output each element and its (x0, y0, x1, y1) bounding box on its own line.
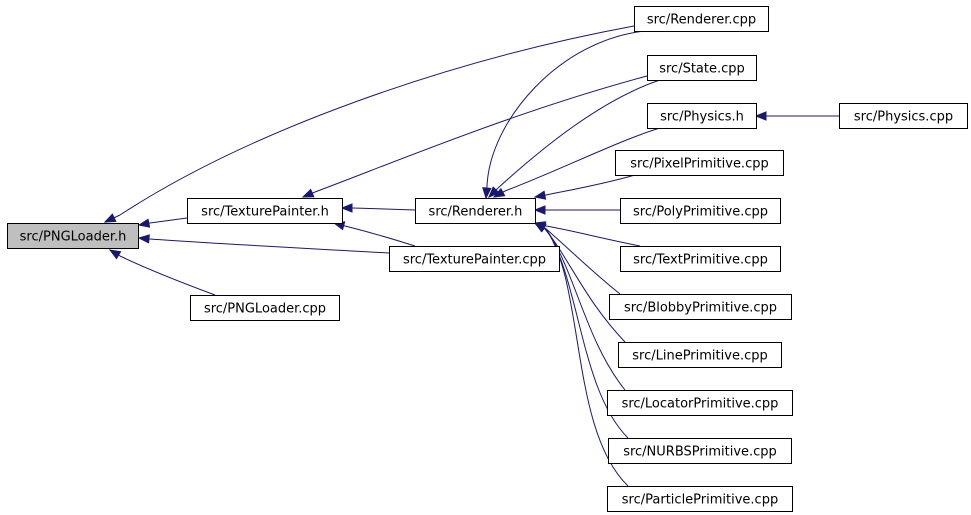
node-physics-h[interactable]: src/Physics.h (647, 103, 757, 129)
node-box (634, 6, 769, 32)
node-box (615, 150, 784, 176)
node-particleprimitive-cpp[interactable]: src/ParticlePrimitive.cpp (607, 486, 793, 512)
edge-line (545, 228, 626, 391)
node-box (620, 198, 781, 224)
node-box (620, 246, 781, 272)
node-state-cpp[interactable]: src/State.cpp (647, 55, 757, 81)
node-box (7, 223, 139, 249)
edge-line (544, 227, 621, 295)
edge-line-tip (485, 185, 488, 199)
node-label: src/TextPrimitive.cpp (633, 253, 768, 268)
edge-line (149, 217, 188, 224)
edge-line-tip (138, 237, 151, 240)
node-box (839, 103, 968, 129)
node-box (187, 198, 343, 224)
edge-renderer_h-to-texturepainter_h (340, 203, 416, 213)
node-label: src/LocatorPrimitive.cpp (622, 397, 779, 412)
node-textprimitive-cpp[interactable]: src/TextPrimitive.cpp (620, 246, 781, 272)
node-label: src/Physics.cpp (854, 110, 953, 125)
node-pngloader-h: src/PNGLoader.h (7, 223, 139, 249)
node-box (190, 295, 340, 321)
edge-line-tip (138, 222, 151, 226)
edge-line (344, 225, 416, 247)
edge-line-tip (109, 249, 121, 257)
node-box (389, 246, 560, 272)
node-pngloader-cpp[interactable]: src/PNGLoader.cpp (190, 295, 340, 321)
node-label: src/PNGLoader.cpp (204, 302, 326, 317)
node-label: src/PNGLoader.h (20, 230, 127, 245)
edge-state_cpp-to-texturepainter_h (301, 75, 648, 198)
node-box (608, 438, 792, 464)
node-label: src/ParticlePrimitive.cpp (622, 493, 778, 508)
edge-line-tip (302, 191, 316, 198)
node-label: src/TexturePainter.cpp (403, 253, 546, 268)
node-label: src/Renderer.h (429, 205, 523, 220)
edge-pixelprimitive_cpp-to-renderer_h (533, 174, 636, 200)
node-label: src/TexturePainter.h (201, 205, 329, 220)
edge-line-tip (534, 194, 547, 198)
edge-line (314, 75, 648, 193)
node-label: src/NURBSPrimitive.cpp (623, 445, 777, 460)
edge-lineprimitive_cpp-to-renderer_h (533, 222, 626, 343)
edge-line (545, 225, 641, 247)
node-label: src/LinePrimitive.cpp (632, 349, 767, 364)
node-label: src/Renderer.cpp (647, 13, 756, 28)
node-box (618, 342, 782, 368)
node-nurbsprimitive-cpp[interactable]: src/NURBSPrimitive.cpp (608, 438, 792, 464)
node-texturepainter-cpp[interactable]: src/TexturePainter.cpp (389, 246, 560, 272)
edge-line (149, 238, 390, 254)
edge-texturepainter_h-to-pngloader_h (137, 217, 188, 228)
edge-line (119, 255, 216, 296)
node-renderer-cpp[interactable]: src/Renderer.cpp (634, 6, 769, 32)
node-box (415, 198, 536, 224)
edge-textprimitive_cpp-to-renderer_h (533, 221, 641, 247)
edge-physics_h-to-renderer_h (492, 127, 661, 198)
node-locatorprimitive-cpp[interactable]: src/LocatorPrimitive.cpp (607, 390, 793, 416)
edge-line (504, 127, 661, 192)
node-label: src/PixelPrimitive.cpp (630, 157, 768, 172)
edge-line (497, 79, 661, 189)
node-box (609, 294, 792, 320)
node-label: src/Physics.h (660, 110, 744, 125)
node-label: src/State.cpp (659, 62, 745, 77)
edge-line-tip (488, 187, 499, 198)
edge-polyprimitive_cpp-to-renderer_h (533, 205, 620, 215)
edge-line (544, 228, 626, 343)
edge-physics_cpp-to-physics_h (754, 111, 839, 121)
node-polyprimitive-cpp[interactable]: src/PolyPrimitive.cpp (620, 198, 781, 224)
node-blobbyprimitive-cpp[interactable]: src/BlobbyPrimitive.cpp (609, 294, 792, 320)
edge-pngloader_cpp-to-pngloader_h (108, 249, 216, 296)
node-box (607, 486, 793, 512)
edge-texturepainter_cpp-to-texturepainter_h (332, 221, 416, 247)
edge-line-tip (493, 190, 506, 198)
edge-state_cpp-to-renderer_h (488, 79, 661, 198)
node-box (647, 103, 757, 129)
edge-layer (103, 25, 839, 487)
edge-line (486, 30, 646, 187)
edge-line-tip (534, 222, 547, 230)
edge-texturepainter_cpp-to-pngloader_h (137, 234, 390, 254)
node-label: src/PolyPrimitive.cpp (633, 205, 768, 220)
node-box (607, 390, 793, 416)
node-physics-cpp[interactable]: src/Physics.cpp (839, 103, 968, 129)
node-lineprimitive-cpp[interactable]: src/LinePrimitive.cpp (618, 342, 782, 368)
edge-line-tip (104, 214, 121, 223)
edge-renderer_cpp-to-renderer_h (482, 30, 646, 200)
edge-renderer_cpp-to-pngloader_h (103, 25, 635, 223)
node-renderer-h[interactable]: src/Renderer.h (415, 198, 536, 224)
edge-line (119, 25, 635, 216)
edge-line (545, 174, 636, 196)
node-texturepainter-h[interactable]: src/TexturePainter.h (187, 198, 343, 224)
node-pixelprimitive-cpp[interactable]: src/PixelPrimitive.cpp (615, 150, 784, 176)
edge-line (352, 207, 416, 211)
node-box (647, 55, 757, 81)
node-label: src/BlobbyPrimitive.cpp (624, 301, 777, 316)
node-layer: src/PNGLoader.h src/TexturePainter.h src/P… (7, 6, 968, 512)
